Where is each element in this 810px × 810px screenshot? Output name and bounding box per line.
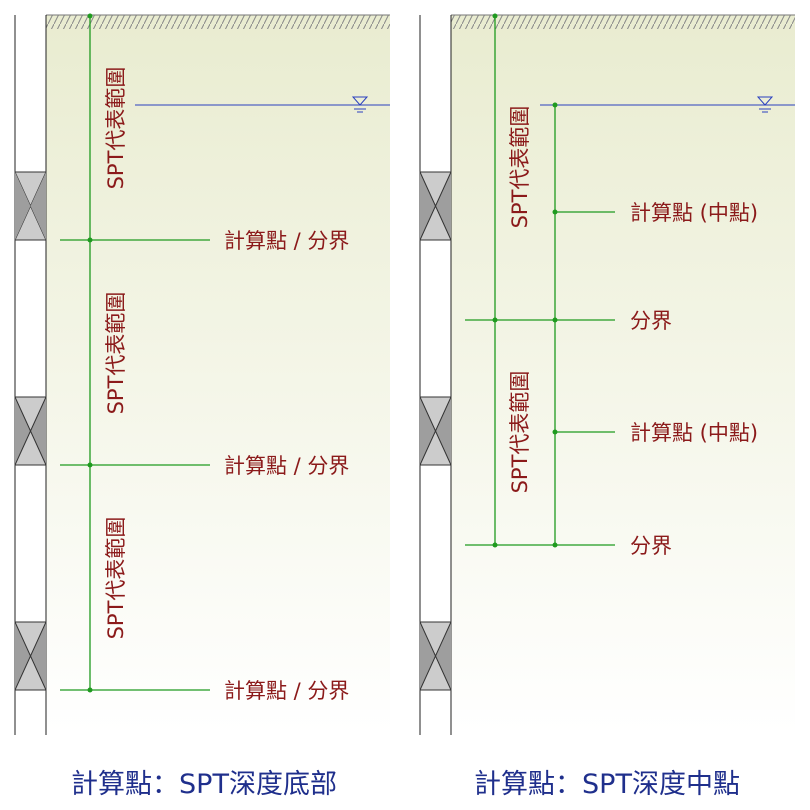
- node-dot: [552, 209, 558, 215]
- node-dot: [552, 542, 558, 548]
- left-panel: SPT代表範圍 SPT代表範圍 SPT代表範圍 計算點 / 分界 計算點 / 分…: [14, 13, 390, 800]
- mid-label: 計算點 (中點): [630, 421, 758, 445]
- node-dot: [492, 13, 498, 19]
- range-label: SPT代表範圍: [508, 106, 532, 229]
- range-label: SPT代表範圍: [104, 517, 128, 640]
- soil-area: [46, 15, 390, 735]
- node-dot: [87, 13, 93, 19]
- node-dot: [552, 429, 558, 435]
- node-dot: [552, 102, 558, 108]
- node-dot: [492, 542, 498, 548]
- water-table-icon: [756, 96, 774, 113]
- mid-label: 計算點 (中點): [630, 201, 758, 225]
- boundary-label: 計算點 / 分界: [224, 454, 349, 478]
- spt-sample-icon: [14, 171, 47, 241]
- boundary-label: 計算點 / 分界: [224, 229, 349, 253]
- soil-area: [451, 15, 795, 735]
- spt-sample-icon: [14, 396, 47, 466]
- node-dot: [492, 317, 498, 323]
- range-label: SPT代表範圍: [104, 67, 128, 190]
- right-caption: 計算點：SPT深度中點: [474, 769, 740, 800]
- node-dot: [552, 317, 558, 323]
- ground-hatch: [46, 15, 390, 29]
- boundary-label: 分界: [630, 309, 672, 333]
- right-panel: SPT代表範圍 SPT代表範圍 計算點 (中點) 分界 計算點 (中點) 分界 …: [419, 13, 795, 800]
- ground-hatch: [451, 15, 795, 29]
- spt-sample-icon: [419, 621, 452, 691]
- node-dot: [87, 237, 93, 243]
- water-table-icon: [351, 96, 369, 113]
- node-dot: [87, 687, 93, 693]
- spt-sample-icon: [419, 396, 452, 466]
- range-label: SPT代表範圍: [104, 292, 128, 415]
- boundary-label: 分界: [630, 534, 672, 558]
- boundary-label: 計算點 / 分界: [224, 679, 349, 703]
- spt-sample-icon: [419, 171, 452, 241]
- left-caption: 計算點：SPT深度底部: [71, 769, 337, 800]
- node-dot: [87, 462, 93, 468]
- range-label: SPT代表範圍: [508, 371, 532, 494]
- spt-sample-icon: [14, 621, 47, 691]
